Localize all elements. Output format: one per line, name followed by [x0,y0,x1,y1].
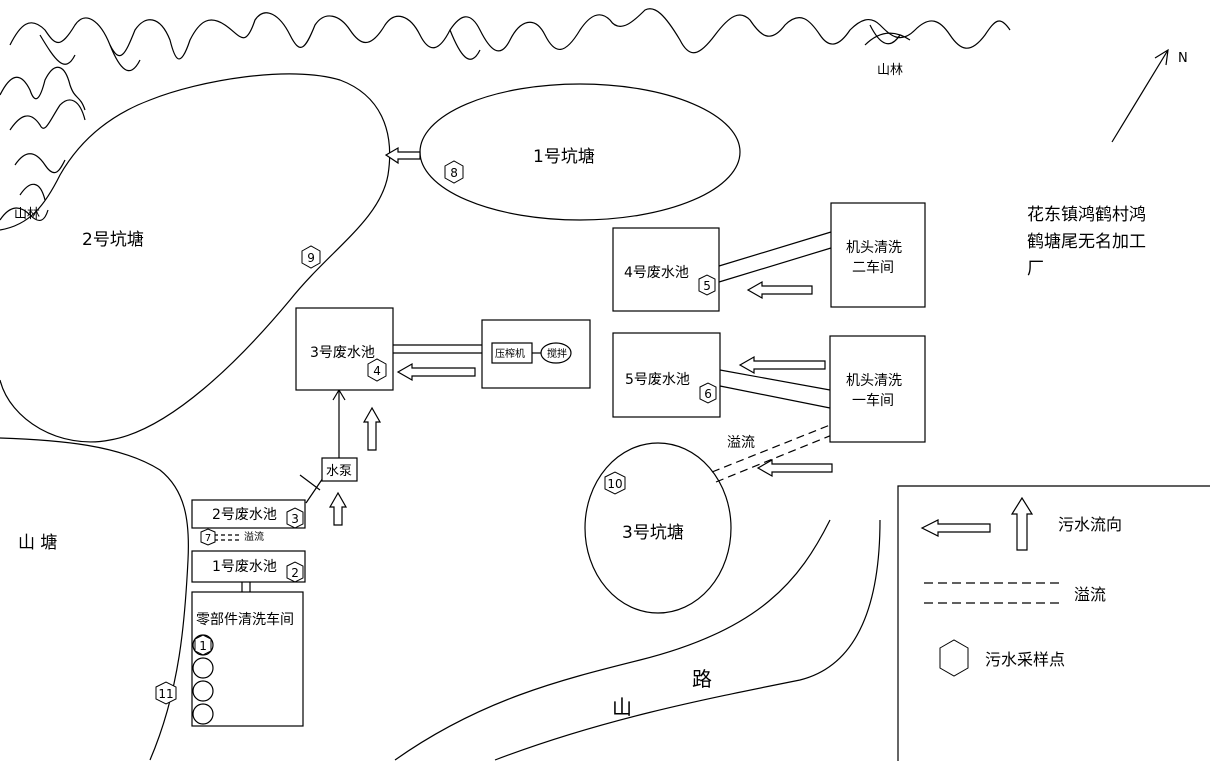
legend-sampling-point: 污水采样点 [985,650,1065,669]
label-water-pump: 水泵 [326,464,352,479]
label-parts-cleaning-workshop: 零部件清洗车间 [196,611,294,628]
label-mountain-forest-left: 山林 [14,207,40,222]
head-cleaning-workshop-1 [829,335,926,443]
north-arrow-head [1154,48,1169,66]
cleaning-tank-3 [192,680,214,702]
label-stirring: 搅拌 [547,347,567,360]
legend-sampling-hex [939,639,969,677]
sampling-point-10: 10 [604,471,626,495]
sampling-point-7: 7 [200,528,216,546]
label-mountain-forest-top: 山林 [877,63,903,78]
flow-arrow-to-pool5 [738,355,826,375]
parts-cleaning-workshop [191,591,304,727]
svg-text:9: 9 [307,251,315,265]
label-wastewater-pool-4: 4号废水池 [624,265,689,281]
pipe-c [719,369,831,391]
sampling-point-9: 9 [301,245,321,269]
sampling-point-11: 11 [155,681,177,705]
sampling-point-6: 6 [699,382,717,404]
flow-arrow-to-pool3 [396,362,476,382]
pump-link-right [299,474,321,491]
svg-text:4: 4 [373,364,381,378]
label-head-cleaning-1-line2: 一车间 [852,392,894,409]
sampling-point-3: 3 [286,507,304,529]
svg-text:8: 8 [450,166,458,180]
water-pump [321,457,358,482]
head-cleaning-workshop-2 [830,202,926,308]
legend-flow-direction: 污水流向 [1058,515,1122,534]
svg-text:7: 7 [205,533,211,544]
svg-text:10: 10 [607,477,622,491]
sampling-point-2: 2 [286,561,304,583]
legend-flow-arrow-left [920,519,991,537]
flow-arrow-up-pump [328,491,348,526]
cleaning-tank-2 [192,657,214,679]
legend-flow-arrow-up [1010,496,1034,551]
svg-text:11: 11 [158,687,173,701]
wastewater-pool-1 [191,550,306,583]
svg-text:5: 5 [703,279,711,293]
label-wastewater-pool-5: 5号废水池 [625,372,690,388]
mountain-range [9,8,1011,60]
overflow-dash-a [711,424,831,473]
sampling-point-8: 8 [444,160,464,184]
label-mountain-road-2: 路 [692,667,712,691]
label-north: N [1178,51,1188,66]
mountain-pond-boundary [0,437,189,761]
pit-pond-3 [584,442,732,614]
label-wastewater-pool-3: 3号废水池 [310,345,375,361]
label-head-cleaning-2-line2: 二车间 [852,259,894,276]
mountain-road-left [394,519,831,761]
mountain-range-inner [39,24,911,72]
flow-arrow-up-pool3 [362,406,382,451]
wastewater-pool-4 [612,227,720,312]
label-site-line1: 花东镇鸿鹤村鸿 [1027,205,1146,225]
pump-link-left [305,477,324,504]
label-head-cleaning-2-line1: 机头清洗 [846,240,902,256]
svg-text:1: 1 [199,639,207,653]
label-pit-pond-2: 2号坑塘 [82,230,144,250]
pipe-a [718,231,832,267]
label-press-machine: 压榨机 [495,347,525,360]
flow-arrow-to-pool4 [746,280,813,300]
legend-overflow: 溢流 [1074,585,1106,604]
label-wastewater-pool-1: 1号废水池 [212,559,277,575]
wastewater-pool-5 [612,332,721,418]
sampling-point-4: 4 [367,358,387,382]
cleaning-tank-4 [192,703,214,725]
pit-pond-2-outline [0,73,391,443]
label-overflow-small: 溢流 [244,530,264,543]
overflow-dash-b [715,434,833,483]
legend-frame [897,485,1210,761]
label-head-cleaning-1-line1: 机头清洗 [846,373,902,389]
svg-text:3: 3 [291,512,299,526]
north-arrow-shaft [1111,49,1169,143]
label-pit-pond-1: 1号坑塘 [533,147,595,167]
label-site-line3: 厂 [1027,259,1044,279]
mountain-left [0,66,86,222]
svg-text:6: 6 [704,387,712,401]
flow-arrow-to-pond2 [384,146,421,165]
label-pit-pond-3: 3号坑塘 [622,523,684,543]
pipe-b [718,247,832,283]
mountain-road-right [494,519,881,761]
sampling-point-1: 1 [194,634,212,656]
label-overflow-middle: 溢流 [727,435,755,451]
label-site-line2: 鹤塘尾无名加工 [1027,232,1146,252]
svg-text:2: 2 [291,566,299,580]
label-mountain-road-1: 山 [612,695,632,719]
label-mountain-pond: 山 塘 [18,533,57,553]
flow-arrow-overflow [756,458,833,478]
wastewater-pool-2 [191,499,306,529]
label-wastewater-pool-2: 2号废水池 [212,507,277,523]
sampling-point-5: 5 [698,274,716,296]
pipe-d [719,385,831,409]
